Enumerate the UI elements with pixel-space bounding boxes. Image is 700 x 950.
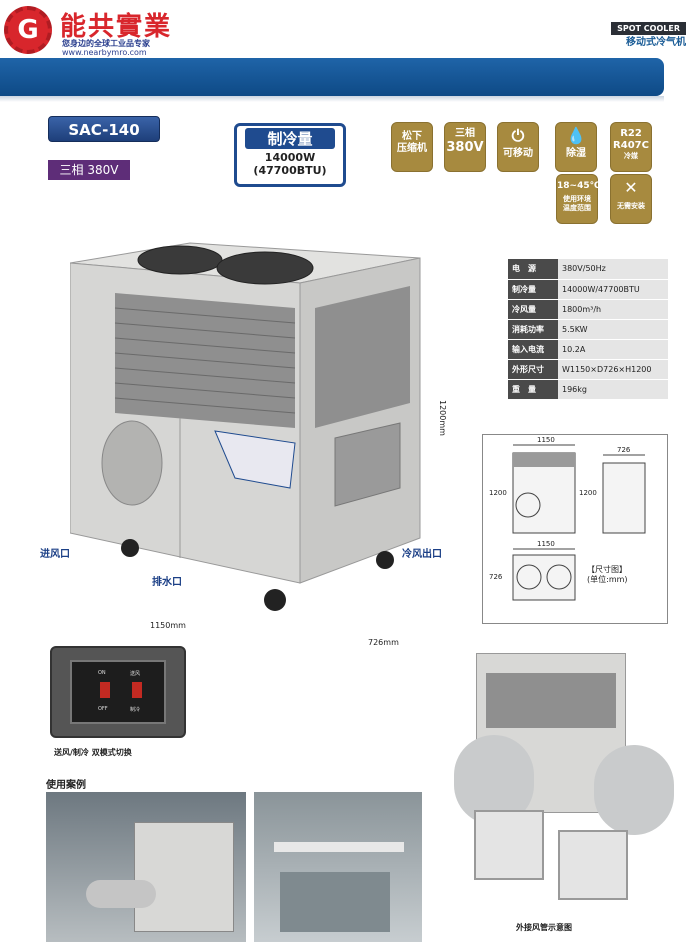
feature-compressor: 松下 压缩机 [391, 122, 433, 172]
capacity-watts: 14000W [264, 151, 316, 164]
drawing-height-front: 1200 [489, 489, 507, 497]
height-dimension: 1200mm [438, 400, 447, 436]
brand-logo-icon: G [4, 6, 52, 54]
mode-switch [132, 682, 142, 698]
category-tag-en: SPOT COOLER [611, 22, 686, 35]
product-illustration [69, 238, 450, 618]
usage-photo-workshop [254, 792, 422, 942]
drawing-depth: 726 [617, 446, 631, 454]
droplets-icon: 💧 [566, 126, 586, 145]
width-dimension: 1150mm [150, 621, 186, 630]
header-banner-shadow [0, 96, 664, 102]
intake-label: 进风口 [40, 549, 70, 560]
hose-illustration [454, 645, 690, 920]
model-badge: SAC-140 [48, 116, 160, 142]
capacity-box: 制冷量 14000W (47700BTU) [234, 123, 346, 187]
feature-temperature-range: 18~45℃ 使用环境 温度范围 [556, 174, 601, 224]
brand-slogan: 您身边的全球工业品专家 [62, 39, 150, 48]
tools-icon: ✕ [624, 178, 638, 197]
power-switch [100, 682, 110, 698]
control-panel-photo: ON 送风 OFF 制冷 [50, 646, 186, 738]
control-panel-caption: 送风/制冷 双模式切换 [54, 748, 132, 757]
drawing-height-side: 1200 [579, 489, 597, 497]
drawing-width-top: 1150 [537, 540, 555, 548]
category-tag-cn: 移动式冷气机 [626, 37, 686, 48]
outlet-label: 冷风出口 [402, 549, 442, 560]
power-icon: ⏻ [511, 126, 525, 145]
dimension-drawing: 1150 726 1200 1200 1150 726 【尺寸图】 (单位:mm… [482, 434, 668, 624]
hose-caption: 外接风管示意图 [516, 923, 572, 932]
drawing-depth-top: 726 [489, 573, 503, 581]
feature-movable: ⏻ 可移动 [497, 122, 539, 172]
phase-badge: 三相 380V [48, 160, 130, 180]
depth-dimension: 726mm [368, 638, 399, 647]
capacity-btu: (47700BTU) [253, 164, 327, 177]
usage-photo-factory [46, 792, 246, 942]
drain-label: 排水口 [152, 577, 182, 588]
drawing-width: 1150 [537, 436, 555, 444]
feature-dehumidify: 💧 除湿 [555, 122, 597, 172]
usage-title: 使用案例 [46, 780, 86, 791]
drawing-unit-note: 【尺寸图】 (单位:mm) [587, 565, 628, 584]
feature-refrigerant: R22 R407C 冷媒 [610, 122, 652, 172]
capacity-title: 制冷量 [245, 128, 335, 149]
feature-three-phase: 三相 380V [444, 122, 486, 172]
header-banner [0, 58, 664, 96]
brand-name: 能共實業 [60, 12, 173, 42]
feature-no-install: ✕ 无需安装 [610, 174, 652, 224]
website-link[interactable]: www.nearbymro.com [62, 48, 147, 57]
